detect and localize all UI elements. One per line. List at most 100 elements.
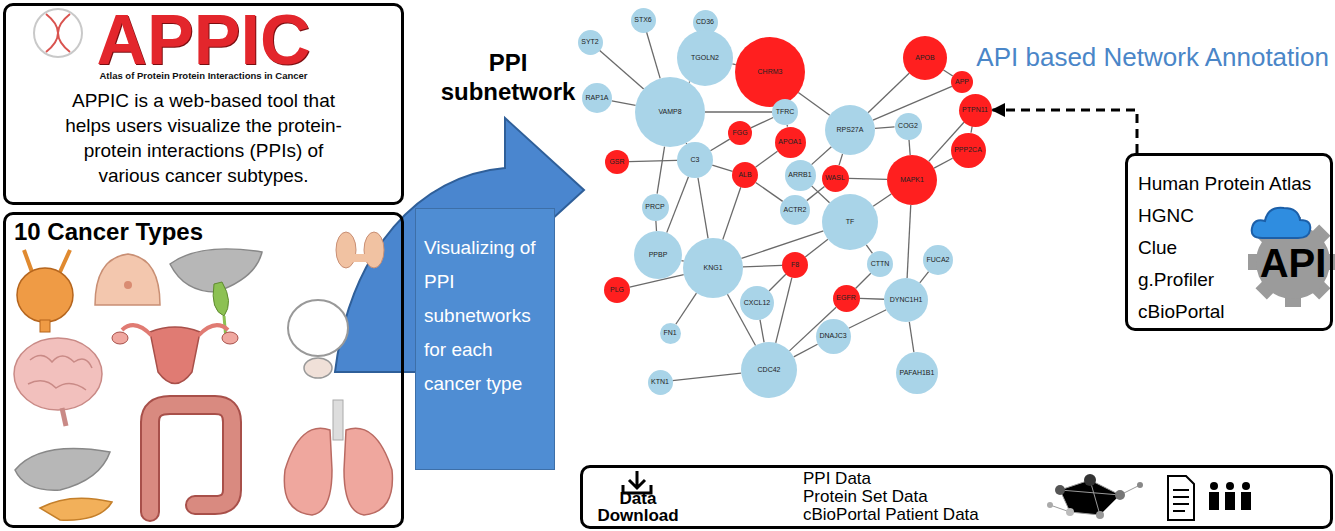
interaction-line [769, 274, 786, 291]
interaction-line [805, 239, 828, 257]
download-box: Data DownloadPPI DataProtein Set DatacBi… [580, 465, 1333, 529]
interaction-line [920, 272, 929, 283]
decor-shape [1210, 482, 1218, 490]
interaction-line [907, 205, 911, 278]
protein-node: WASL [822, 165, 849, 192]
decor-shape [1226, 482, 1234, 490]
protein-node: CTTN [867, 251, 893, 277]
protein-node: DNAJC3 [816, 319, 851, 354]
interaction-line [743, 265, 782, 266]
decor-shape [1209, 492, 1219, 510]
section-heading: 10 Cancer Types [14, 217, 393, 247]
protein-node: MAPK1 [887, 155, 937, 205]
decor-shape [1115, 490, 1125, 500]
decor-shape [352, 254, 368, 262]
decor-shape [14, 338, 102, 410]
gene-label: CDC42 [758, 366, 781, 374]
protein-node: CDC42 [741, 342, 797, 398]
network-title: PPI subnetwork [438, 48, 578, 106]
protein-node: SYT2 [578, 30, 603, 55]
interaction-line [909, 322, 914, 352]
decor-shape [304, 358, 332, 378]
gene-label: COG2 [898, 122, 918, 130]
decor-shape [150, 405, 232, 512]
protein-node: FUCA2 [923, 245, 953, 275]
gene-label: FGG [732, 129, 747, 137]
interaction-line [849, 310, 887, 329]
decor-shape [333, 400, 343, 440]
protein-node: APOA1 [775, 127, 806, 158]
api-source-name: cBioPortal [1138, 296, 1225, 328]
decor-shape [62, 408, 66, 426]
protein-node: APP [951, 71, 973, 93]
annotation-arrow [993, 110, 1138, 153]
gene-label: TF [846, 218, 855, 226]
interaction-line [751, 117, 773, 127]
protein-node: TF [822, 194, 878, 250]
decor-shape [344, 428, 392, 515]
decor-shape [288, 300, 348, 356]
interaction-line [712, 165, 732, 171]
interaction-line [760, 320, 764, 343]
interaction-line [794, 344, 818, 357]
interaction-line [798, 93, 829, 116]
decor-shape [1084, 474, 1096, 486]
decor-shape [1096, 511, 1104, 519]
protein-node: EGFR [833, 285, 860, 312]
gene-label: PPBP [649, 251, 668, 259]
interaction-line [741, 231, 823, 259]
protein-node: ARRB1 [785, 160, 816, 191]
interaction-line [807, 186, 825, 200]
decor-shape [336, 232, 356, 268]
protein-node: ALB [732, 162, 758, 188]
interaction-line [667, 177, 689, 233]
interaction-line [859, 298, 884, 300]
protein-node: CXCL12 [740, 286, 774, 320]
protein-node: STX6 [631, 8, 656, 33]
decor-shape [150, 405, 232, 512]
api-source-name: g.Profiler [1138, 264, 1214, 296]
interaction-line [943, 70, 952, 76]
gene-label: DNAJC3 [819, 332, 846, 340]
interaction-line [839, 154, 843, 165]
gene-label: FUCA2 [927, 256, 950, 264]
protein-node: CHRM3 [735, 37, 805, 107]
protein-node: C3 [677, 142, 713, 178]
protein-node: PLG [604, 277, 630, 303]
decor-shape [284, 428, 332, 515]
protein-node: COG2 [895, 113, 922, 140]
protein-node: KNG1 [683, 238, 743, 298]
interaction-line [755, 151, 777, 167]
decor-shape [1050, 480, 1140, 515]
gene-label: TFRC [776, 108, 795, 116]
decor-shape [150, 327, 200, 384]
protein-node: DYNC1H1 [884, 278, 928, 322]
interaction-line [710, 139, 729, 151]
gene-label: FN1 [663, 329, 676, 337]
interaction-line [856, 273, 871, 288]
gene-label: PAFAH1B1 [900, 369, 935, 377]
protein-node: GSR [605, 150, 629, 174]
interaction-line [599, 50, 643, 89]
interaction-line [657, 147, 664, 194]
api-source-name: Clue [1138, 232, 1177, 264]
decor-shape [1242, 482, 1250, 490]
api-icon-label: API [1253, 241, 1333, 285]
decor-shape [1252, 208, 1311, 238]
protein-node: PPBP [634, 231, 682, 279]
protein-node: ACTR2 [780, 195, 810, 225]
protein-node: APOB [903, 36, 947, 80]
gene-label: APOA1 [778, 138, 801, 146]
process-box: Visualizing of PPI subnetworks for each … [415, 208, 555, 470]
decor-shape [1241, 492, 1251, 510]
gene-label: PLG [610, 286, 624, 294]
decor-shape [40, 320, 50, 332]
protein-node: PTPN11 [959, 94, 992, 127]
decor-shape [1055, 485, 1065, 495]
logo-text: APPIC [6, 10, 401, 70]
decor-shape [1050, 480, 1140, 515]
download-title: Data Download [593, 470, 683, 524]
decor-shape [364, 232, 384, 268]
protein-node: FN1 [660, 323, 681, 344]
